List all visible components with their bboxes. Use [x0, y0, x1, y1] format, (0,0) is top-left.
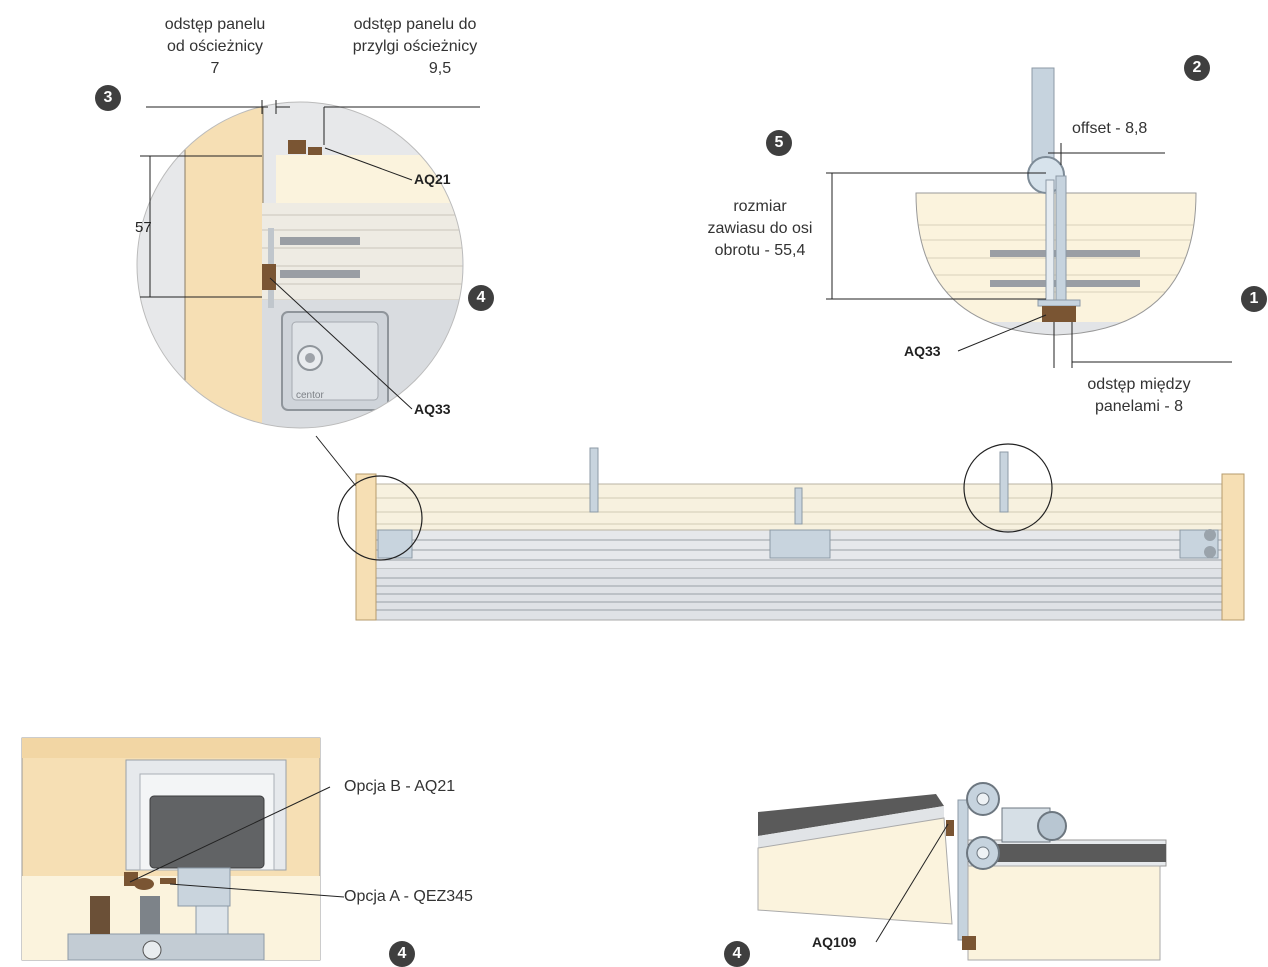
dimension-lines-right: [826, 143, 1232, 368]
option-a-label: Opcja A - QEZ345: [344, 888, 473, 905]
dimension-lines-left: [140, 100, 480, 487]
callout-badge-3: 3: [95, 85, 121, 111]
part-label-aq21: AQ21: [414, 171, 451, 187]
aq33-seal-right: [1042, 306, 1076, 322]
aq21-seal: [288, 140, 306, 154]
callout-badge-2: 2: [1184, 55, 1210, 81]
part-label-aq33-right: AQ33: [904, 343, 941, 359]
panel-slats: [262, 203, 463, 313]
jamb-gap-label: odstęp panelu od ościeżnicy 7: [164, 16, 266, 77]
brand-text: centor: [296, 390, 324, 401]
option-leaders: [129, 786, 345, 898]
dimension-57: 57: [135, 219, 152, 236]
plan-view: [337, 443, 1245, 621]
hinge-detail: [915, 67, 1197, 336]
aq33-seal: [262, 264, 276, 290]
panel-gap-label: odstęp między panelami - 8: [1087, 376, 1191, 415]
carrier-bracket: [281, 311, 389, 411]
callout-badge-4-bottom-right: 4: [724, 941, 750, 967]
callout-badge-5: 5: [766, 130, 792, 156]
aq109-leader: [875, 823, 949, 943]
offset-label: offset - 8,8: [1072, 120, 1148, 137]
part-label-aq109: AQ109: [812, 934, 857, 950]
option-b-label: Opcja B - AQ21: [344, 778, 456, 795]
callout-badge-4-bottom-left: 4: [389, 941, 415, 967]
part-label-aq33: AQ33: [414, 401, 451, 417]
track-detail: [21, 737, 321, 961]
callout-badge-1: 1: [1241, 286, 1267, 312]
hinge-size-label: rozmiar zawiasu do osi obrotu - 55,4: [707, 198, 813, 259]
rebate-gap-label: odstęp panelu do przylgi ościeżnicy 9,5: [352, 16, 478, 77]
callout-badge-4: 4: [468, 285, 494, 311]
